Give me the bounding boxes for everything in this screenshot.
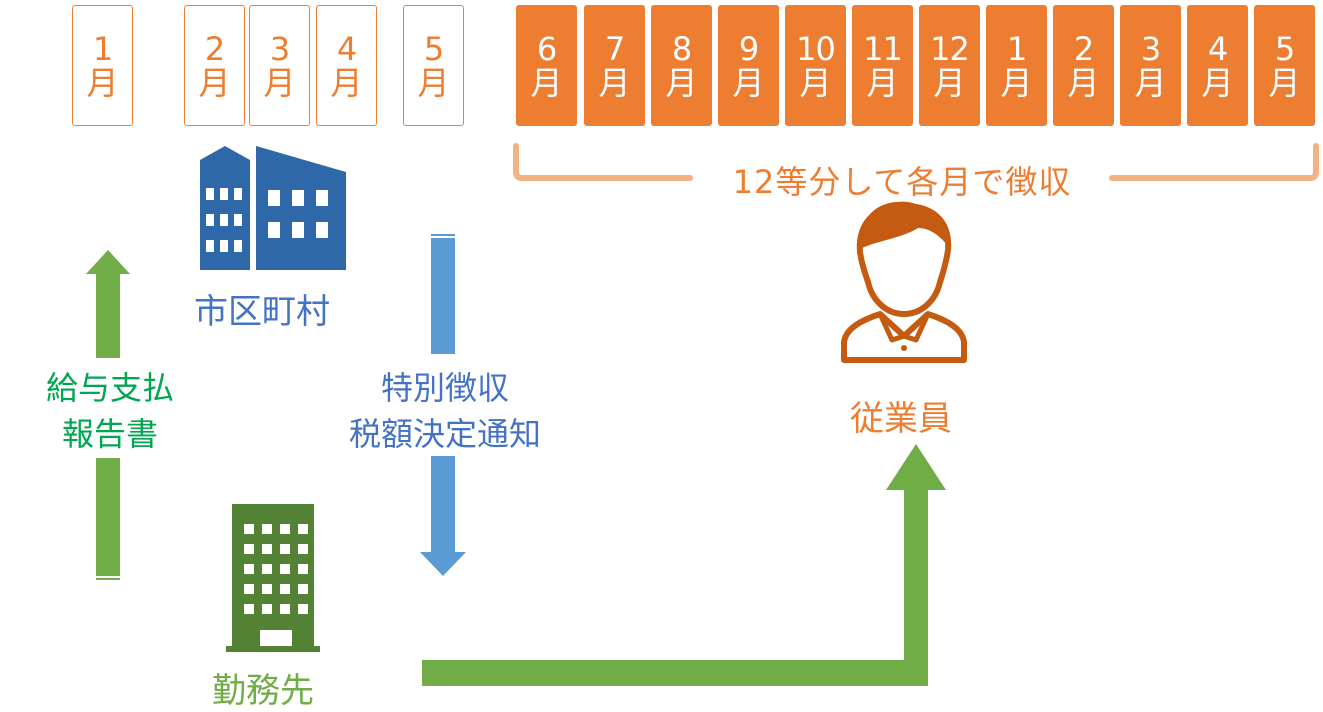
report-label-line2: 報告書 — [61, 415, 158, 453]
period-bracket — [513, 143, 1319, 181]
month-box: 12 月 — [919, 5, 980, 126]
month-unit: 月 — [866, 63, 899, 102]
month-unit: 月 — [86, 63, 119, 102]
month-unit: 月 — [1134, 63, 1167, 102]
month-number: 1 — [92, 29, 113, 68]
period-label: 12等分して各月で徴収 — [732, 163, 1072, 201]
month-number: 2 — [1073, 29, 1094, 68]
month-box: 11 月 — [852, 5, 913, 126]
report-label: 給与支払 報告書 — [25, 365, 195, 457]
month-box: 6 月 — [516, 5, 577, 126]
month-number: 7 — [604, 29, 625, 68]
month-number: 5 — [1274, 29, 1295, 68]
month-number: 4 — [1207, 29, 1228, 68]
city-label: 市区町村 — [194, 292, 330, 332]
city-hall-building-icon — [200, 146, 346, 270]
person-icon — [841, 201, 967, 363]
month-box: 4 月 — [316, 5, 377, 126]
month-unit: 月 — [1000, 63, 1033, 102]
month-unit: 月 — [1268, 63, 1301, 102]
month-number: 9 — [738, 29, 759, 68]
employer-label: 勤務先 — [212, 671, 314, 711]
month-box: 3 月 — [249, 5, 310, 126]
month-number: 6 — [536, 29, 557, 68]
month-box: 3 月 — [1120, 5, 1181, 126]
month-box: 5 月 — [1254, 5, 1315, 126]
month-box: 9 月 — [718, 5, 779, 126]
month-unit: 月 — [665, 63, 698, 102]
month-unit: 月 — [799, 63, 832, 102]
month-unit: 月 — [1067, 63, 1100, 102]
employee-label: 従業員 — [850, 399, 952, 439]
month-unit: 月 — [933, 63, 966, 102]
month-unit: 月 — [417, 63, 450, 102]
month-box: 2 月 — [184, 5, 245, 126]
month-box: 8 月 — [651, 5, 712, 126]
month-box: 4 月 — [1187, 5, 1248, 126]
month-number: 1 — [1006, 29, 1027, 68]
month-number: 8 — [671, 29, 692, 68]
payroll-arrow — [422, 444, 946, 686]
month-number: 11 — [863, 29, 903, 68]
month-number: 10 — [796, 29, 836, 68]
month-box: 1 月 — [986, 5, 1047, 126]
month-box: 5 月 — [403, 5, 464, 126]
notice-label: 特別徴収 税額決定通知 — [330, 365, 560, 457]
month-number: 4 — [336, 29, 357, 68]
month-unit: 月 — [598, 63, 631, 102]
month-unit: 月 — [1201, 63, 1234, 102]
month-unit: 月 — [330, 63, 363, 102]
month-box: 2 月 — [1053, 5, 1114, 126]
notice-label-line1: 特別徴収 — [380, 369, 509, 407]
month-unit: 月 — [198, 63, 231, 102]
month-number: 12 — [930, 29, 970, 68]
month-unit: 月 — [263, 63, 296, 102]
month-box: 10 月 — [785, 5, 846, 126]
month-unit: 月 — [530, 63, 563, 102]
month-unit: 月 — [732, 63, 765, 102]
month-number: 2 — [204, 29, 225, 68]
month-number: 5 — [423, 29, 444, 68]
office-building-icon — [226, 504, 320, 652]
notice-label-line2: 税額決定通知 — [348, 415, 541, 453]
month-number: 3 — [269, 29, 290, 68]
month-box: 1 月 — [72, 5, 133, 126]
month-box: 7 月 — [584, 5, 645, 126]
notice-arrow — [420, 234, 466, 576]
month-number: 3 — [1140, 29, 1161, 68]
report-arrow — [86, 250, 130, 580]
report-label-line1: 給与支払 — [45, 369, 174, 407]
